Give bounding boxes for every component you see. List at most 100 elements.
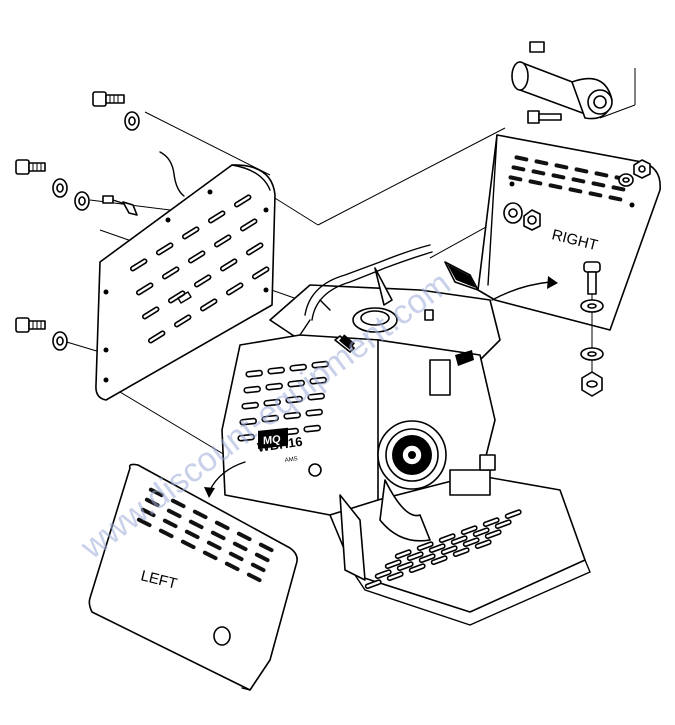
vent-slot xyxy=(528,179,543,186)
vent-slot xyxy=(462,537,480,547)
vent-slot xyxy=(394,549,412,559)
vent-slot xyxy=(136,517,152,528)
hardware-top-left xyxy=(15,91,185,351)
vent-slot xyxy=(608,195,623,202)
vent-slot xyxy=(206,540,222,551)
rear-guard-panel xyxy=(95,164,276,401)
vent-slot xyxy=(534,159,549,166)
vent-slot xyxy=(531,169,546,176)
washer-icon xyxy=(74,191,90,211)
bolt-icon xyxy=(92,91,125,107)
vent-slot xyxy=(219,258,238,272)
filter-assembly xyxy=(511,41,613,124)
vent-slot xyxy=(283,411,301,420)
vent-slot xyxy=(460,525,478,535)
vent-slot xyxy=(364,579,382,589)
vent-slot xyxy=(129,258,148,272)
vent-slot xyxy=(574,167,589,174)
vent-slot xyxy=(239,417,257,426)
machine-body: WBH16 AMS MQ xyxy=(221,244,591,626)
washer-icon xyxy=(52,178,68,198)
washer-icon xyxy=(52,331,68,351)
vent-slot xyxy=(511,165,526,172)
nut-icon xyxy=(633,159,651,179)
vent-slot xyxy=(309,376,327,385)
vent-slot xyxy=(452,547,470,557)
vent-slot xyxy=(438,533,456,543)
vent-slot xyxy=(548,183,563,190)
vent-slot xyxy=(228,551,244,562)
pulley-icon xyxy=(377,420,447,490)
washer-icon xyxy=(580,347,604,361)
vent-slot xyxy=(144,497,160,508)
vent-slot xyxy=(207,210,226,224)
vent-slot xyxy=(263,398,281,407)
cable-icon xyxy=(159,151,185,197)
base-plate-slots xyxy=(364,509,522,589)
vent-slot xyxy=(236,531,252,542)
vent-slot xyxy=(504,509,522,519)
washer-icon xyxy=(580,299,604,313)
vent-slot xyxy=(551,173,566,180)
vent-slot xyxy=(568,187,583,194)
mq-logo: MQ xyxy=(258,427,288,449)
vent-slot xyxy=(192,509,208,520)
vent-slot xyxy=(237,433,255,442)
vent-slots xyxy=(136,487,274,583)
bolt-icon xyxy=(527,110,562,124)
vent-slot xyxy=(140,507,156,518)
nut-icon xyxy=(581,371,603,397)
vent-slot xyxy=(396,561,414,571)
vent-slot xyxy=(202,550,218,561)
vent-slot xyxy=(554,163,569,170)
vent-slot xyxy=(141,306,160,320)
vent-slot xyxy=(440,545,458,555)
vent-slot xyxy=(181,226,200,240)
vent-slot xyxy=(428,543,446,553)
vent-slot xyxy=(187,250,206,264)
vent-slot xyxy=(305,408,323,417)
vent-slot xyxy=(307,392,325,401)
vent-slot xyxy=(243,385,261,394)
vent-slot xyxy=(406,551,424,561)
vent-slot xyxy=(571,177,586,184)
vent-slot xyxy=(184,529,200,540)
vent-slot xyxy=(158,528,174,539)
vent-slot xyxy=(155,242,174,256)
vent-slot xyxy=(408,563,426,573)
left-panel: LEFT xyxy=(88,463,298,691)
vent-slot xyxy=(594,171,609,178)
hardware-right xyxy=(580,159,651,397)
vent-slot xyxy=(241,401,259,410)
vent-slot xyxy=(261,414,279,423)
washer-icon xyxy=(503,202,523,224)
vent-slot xyxy=(416,541,434,551)
vent-slot xyxy=(213,234,232,248)
vent-slot xyxy=(611,185,626,192)
vent-slot xyxy=(303,424,321,433)
vent-slot xyxy=(386,571,404,581)
washer-icon xyxy=(124,111,140,131)
vent-slot xyxy=(193,274,212,288)
vent-slot xyxy=(210,530,226,541)
vent-slot xyxy=(147,330,166,344)
vent-slot xyxy=(233,194,252,208)
vent-slot xyxy=(289,363,307,372)
vent-slot xyxy=(265,382,283,391)
vent-slot xyxy=(214,520,230,531)
arrow-icon xyxy=(204,461,246,498)
vent-slot xyxy=(251,266,270,280)
vent-slots xyxy=(129,194,270,344)
vent-slot xyxy=(245,242,264,256)
vent-slot xyxy=(225,282,244,296)
vent-slot xyxy=(246,572,262,583)
vent-slot xyxy=(188,519,204,530)
vent-slot xyxy=(591,181,606,188)
vent-slot xyxy=(258,542,274,553)
vent-slot xyxy=(474,539,492,549)
vent-slot xyxy=(514,155,529,162)
vent-slot xyxy=(494,519,512,529)
vent-slot xyxy=(450,535,468,545)
